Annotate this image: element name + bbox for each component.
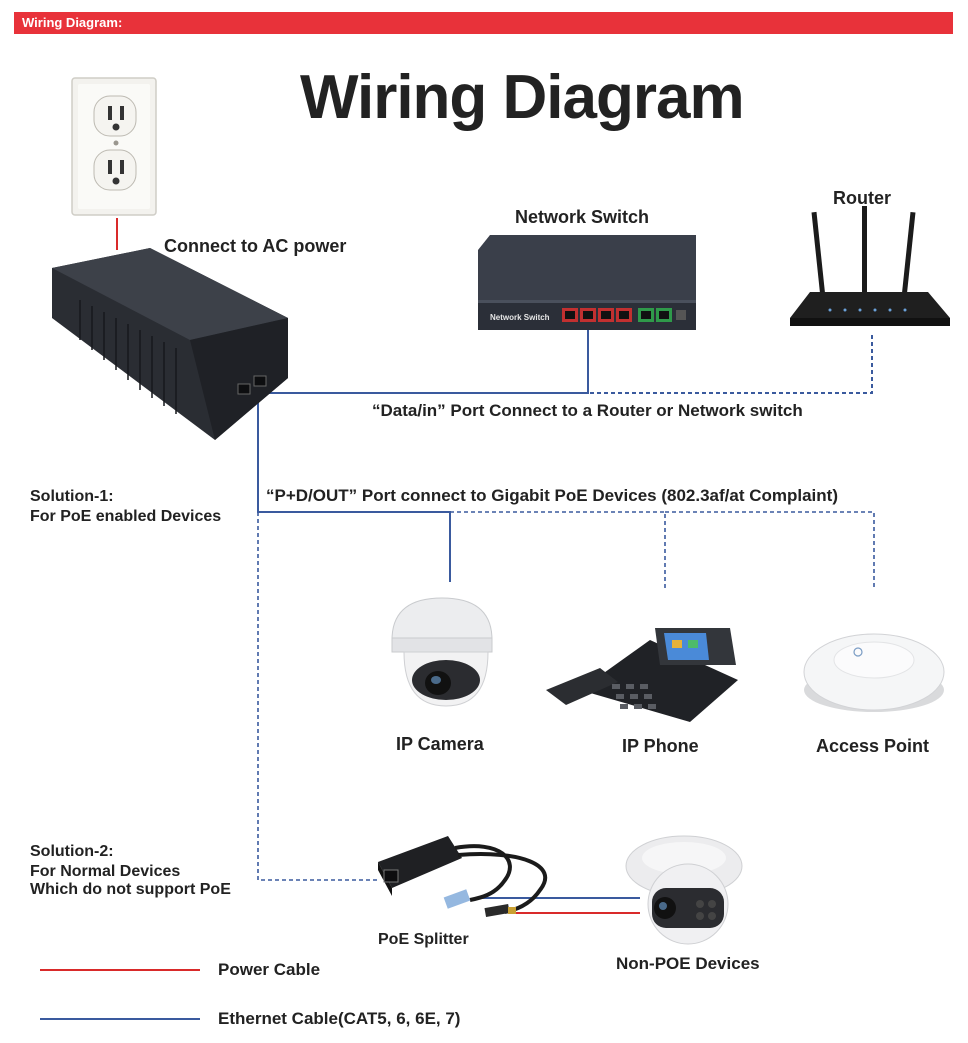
router-label: Router <box>833 188 891 208</box>
ac-power-label: Connect to AC power <box>164 236 347 256</box>
page-title: Wiring Diagram <box>300 63 745 132</box>
non-poe-devices-label: Non-POE Devices <box>616 954 760 973</box>
ip-phone-icon <box>546 628 738 722</box>
solution1-title: Solution-1: <box>30 488 114 505</box>
ip-phone-label: IP Phone <box>622 736 699 756</box>
ip-camera-icon <box>391 597 493 707</box>
header-banner: Wiring Diagram: <box>14 12 953 34</box>
pd-out-label: “P+D/OUT” Port connect to Gigabit PoE De… <box>266 486 838 505</box>
legend-ethernet-label: Ethernet Cable(CAT5, 6, 6E, 7) <box>218 1009 461 1028</box>
network-switch-icon <box>478 235 696 330</box>
solution2-title: Solution-2: <box>30 843 114 860</box>
non-poe-camera-icon <box>625 835 743 945</box>
data-in-label: “Data/in” Port Connect to a Router or Ne… <box>372 401 803 420</box>
wall-outlet-icon <box>71 77 157 216</box>
solution1-desc: For PoE enabled Devices <box>30 508 222 525</box>
access-point-icon <box>803 633 945 712</box>
poe-splitter-icon <box>378 836 548 918</box>
ethernet-cable-router-dashed <box>588 335 873 394</box>
poe-injector-icon <box>52 248 288 440</box>
ethernet-cable-switch <box>262 328 589 394</box>
ethernet-cable-poe-out <box>257 395 451 582</box>
solution2-desc-line1: For Normal Devices <box>30 863 181 880</box>
ip-camera-label: IP Camera <box>396 734 484 754</box>
router-icon <box>790 206 950 326</box>
ethernet-cable-splitter-dashed <box>257 512 378 881</box>
network-switch-label: Network Switch <box>515 207 650 227</box>
solution2-desc-line2: Which do not support PoE <box>30 881 231 898</box>
legend-power-label: Power Cable <box>218 960 321 979</box>
ethernet-cable-phone-dashed <box>450 511 666 588</box>
ethernet-cable-ap-dashed <box>665 511 875 588</box>
banner-title: Wiring Diagram: <box>22 15 123 30</box>
poe-splitter-label: PoE Splitter <box>378 931 469 948</box>
switch-brand-label: Network Switch <box>490 313 550 322</box>
access-point-label: Access Point <box>816 736 930 756</box>
